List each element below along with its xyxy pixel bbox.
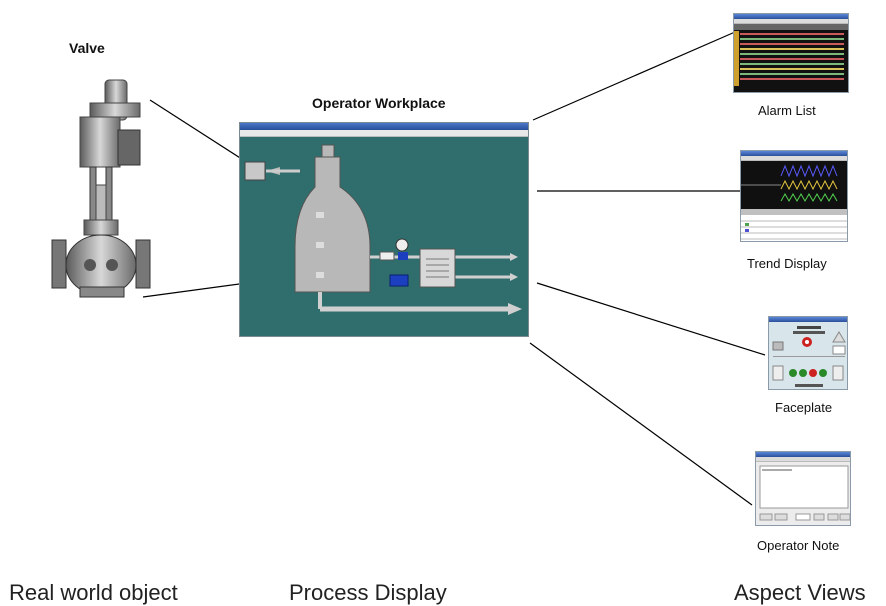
- process-display-window[interactable]: [239, 122, 529, 337]
- alarm-list-thumbnail[interactable]: [733, 13, 849, 93]
- alarm-list-label: Alarm List: [758, 103, 816, 118]
- faceplate-label: Faceplate: [775, 400, 833, 415]
- display-to-operator-note-line: [529, 342, 753, 506]
- display-to-alarm-list-line: [532, 31, 736, 121]
- alarm-list-graphic: [734, 24, 848, 92]
- trend-display-thumbnail[interactable]: [740, 150, 848, 242]
- operator-workplace-label: Operator Workplace: [312, 95, 446, 111]
- aspect-views-caption: Aspect Views: [734, 580, 866, 605]
- trend-display-graphic: [741, 161, 847, 241]
- faceplate-thumbnail[interactable]: [768, 316, 848, 390]
- real-world-object-caption: Real world object: [9, 580, 178, 605]
- tank: [294, 144, 371, 293]
- operator-note-thumbnail[interactable]: [755, 451, 851, 526]
- operator-note-label: Operator Note: [757, 538, 840, 553]
- valve-image: [51, 79, 151, 298]
- process-display-caption: Process Display: [289, 580, 447, 605]
- operator-note-graphic: [756, 462, 850, 525]
- window-titlebar: [240, 123, 528, 130]
- faceplate-graphic: [769, 322, 847, 389]
- display-to-faceplate-line: [536, 282, 766, 356]
- valve-label: Valve: [69, 40, 105, 56]
- window-menubar: [240, 130, 528, 137]
- trend-display-label: Trend Display: [747, 256, 827, 271]
- process-graphic: [244, 144, 522, 315]
